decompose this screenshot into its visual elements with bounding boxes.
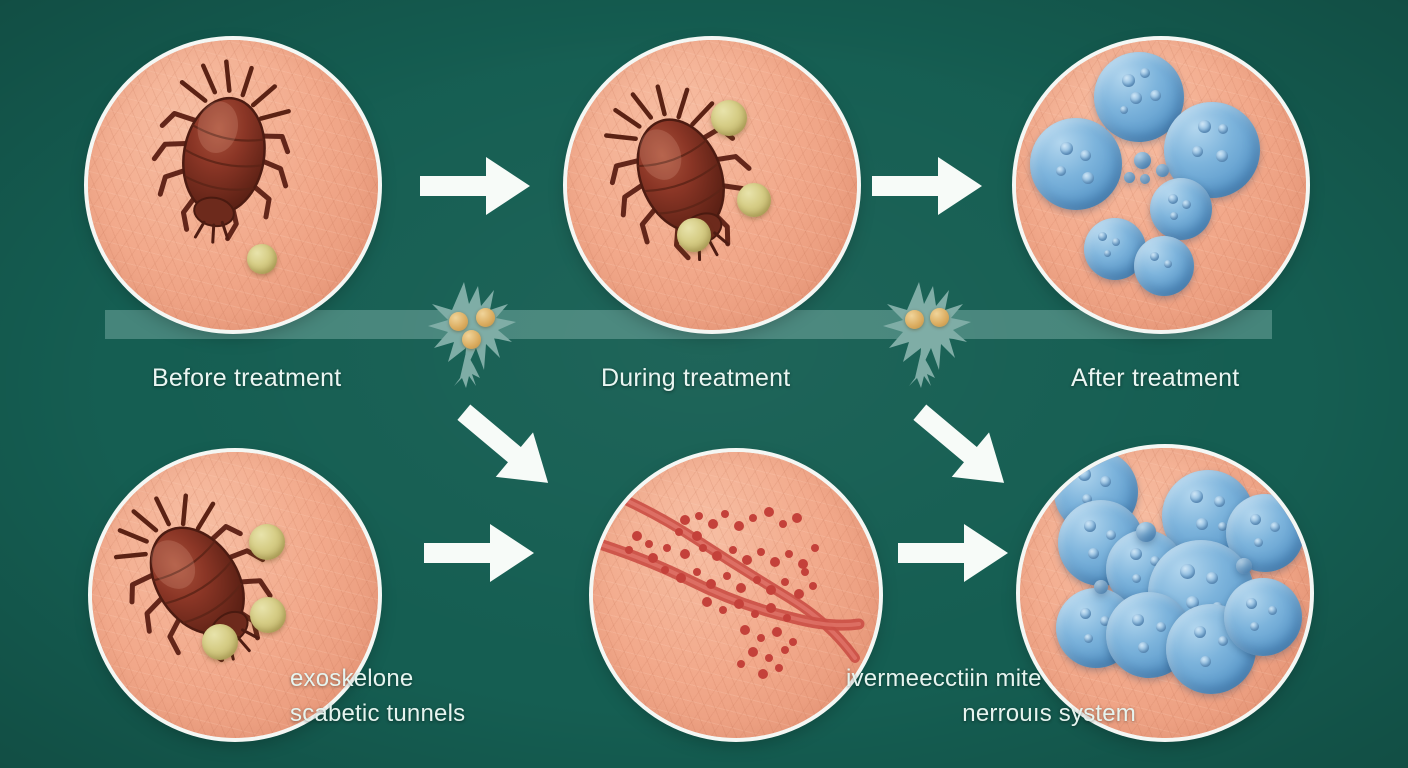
mite-egg [247, 244, 277, 274]
label-during-treatment: During treatment [601, 364, 791, 392]
panel-nervous-system [1020, 448, 1310, 738]
vesicle-small [1134, 152, 1151, 169]
vesicle-small [1140, 174, 1150, 184]
mite-egg [711, 100, 747, 136]
skin-texture [567, 40, 857, 330]
ghost-mite-egg [449, 312, 468, 331]
mite-egg [202, 624, 238, 660]
label-ivermectin-nervous-system: ivermeecctiin mite nerrouıs system [846, 662, 1136, 732]
arrow-during-to-after [872, 155, 984, 217]
vesicle [1150, 178, 1212, 240]
vesicle-small [1094, 580, 1108, 594]
label-ivermectin-line: ivermeecctiin mite [846, 665, 1042, 692]
mite-egg [677, 218, 711, 252]
vesicle [1030, 118, 1122, 210]
mite-egg [249, 524, 285, 560]
vesicle [1224, 578, 1302, 656]
arrow-before-to-during [420, 155, 532, 217]
panel-during [567, 40, 857, 330]
vesicle [1226, 494, 1304, 572]
ghost-mite-egg [905, 310, 924, 329]
vesicle-small [1156, 164, 1169, 177]
mite-egg [737, 183, 771, 217]
panel-before [88, 40, 378, 330]
mite-egg [250, 597, 286, 633]
scabies-mite-icon [125, 48, 316, 263]
ghost-mite-egg [476, 308, 495, 327]
label-after-treatment: After treatment [1071, 364, 1240, 392]
ghost-mite-right [875, 278, 995, 388]
vesicle-small [1136, 522, 1156, 542]
panel-after [1016, 40, 1306, 330]
panel-tunnels [593, 452, 879, 738]
ghost-mite-egg [462, 330, 481, 349]
label-tunnels-line: scabetic tunnels [290, 699, 466, 727]
arrow-exoskeleton-to-tunnels [424, 522, 536, 584]
burrow-tunnels-icon [593, 452, 879, 738]
vesicle-small [1236, 558, 1252, 574]
arrow-before-to-tunnels [440, 385, 573, 511]
label-exoskeleton-line: exoskelone [290, 665, 414, 692]
label-before-treatment: Before treatment [152, 364, 342, 392]
label-exoskeleton-tunnels: exoskelone scabetic tunnels [290, 662, 550, 732]
ghost-mite-egg [930, 308, 949, 327]
label-nervous-system-line: nerrouıs system [962, 699, 1136, 727]
arrow-tunnels-to-nervous [898, 522, 1010, 584]
panel-exoskeleton [92, 452, 378, 738]
arrow-during-to-nervous [896, 385, 1029, 511]
vesicle-small [1124, 172, 1135, 183]
vesicle [1134, 236, 1194, 296]
ghost-mite-left [420, 278, 540, 388]
